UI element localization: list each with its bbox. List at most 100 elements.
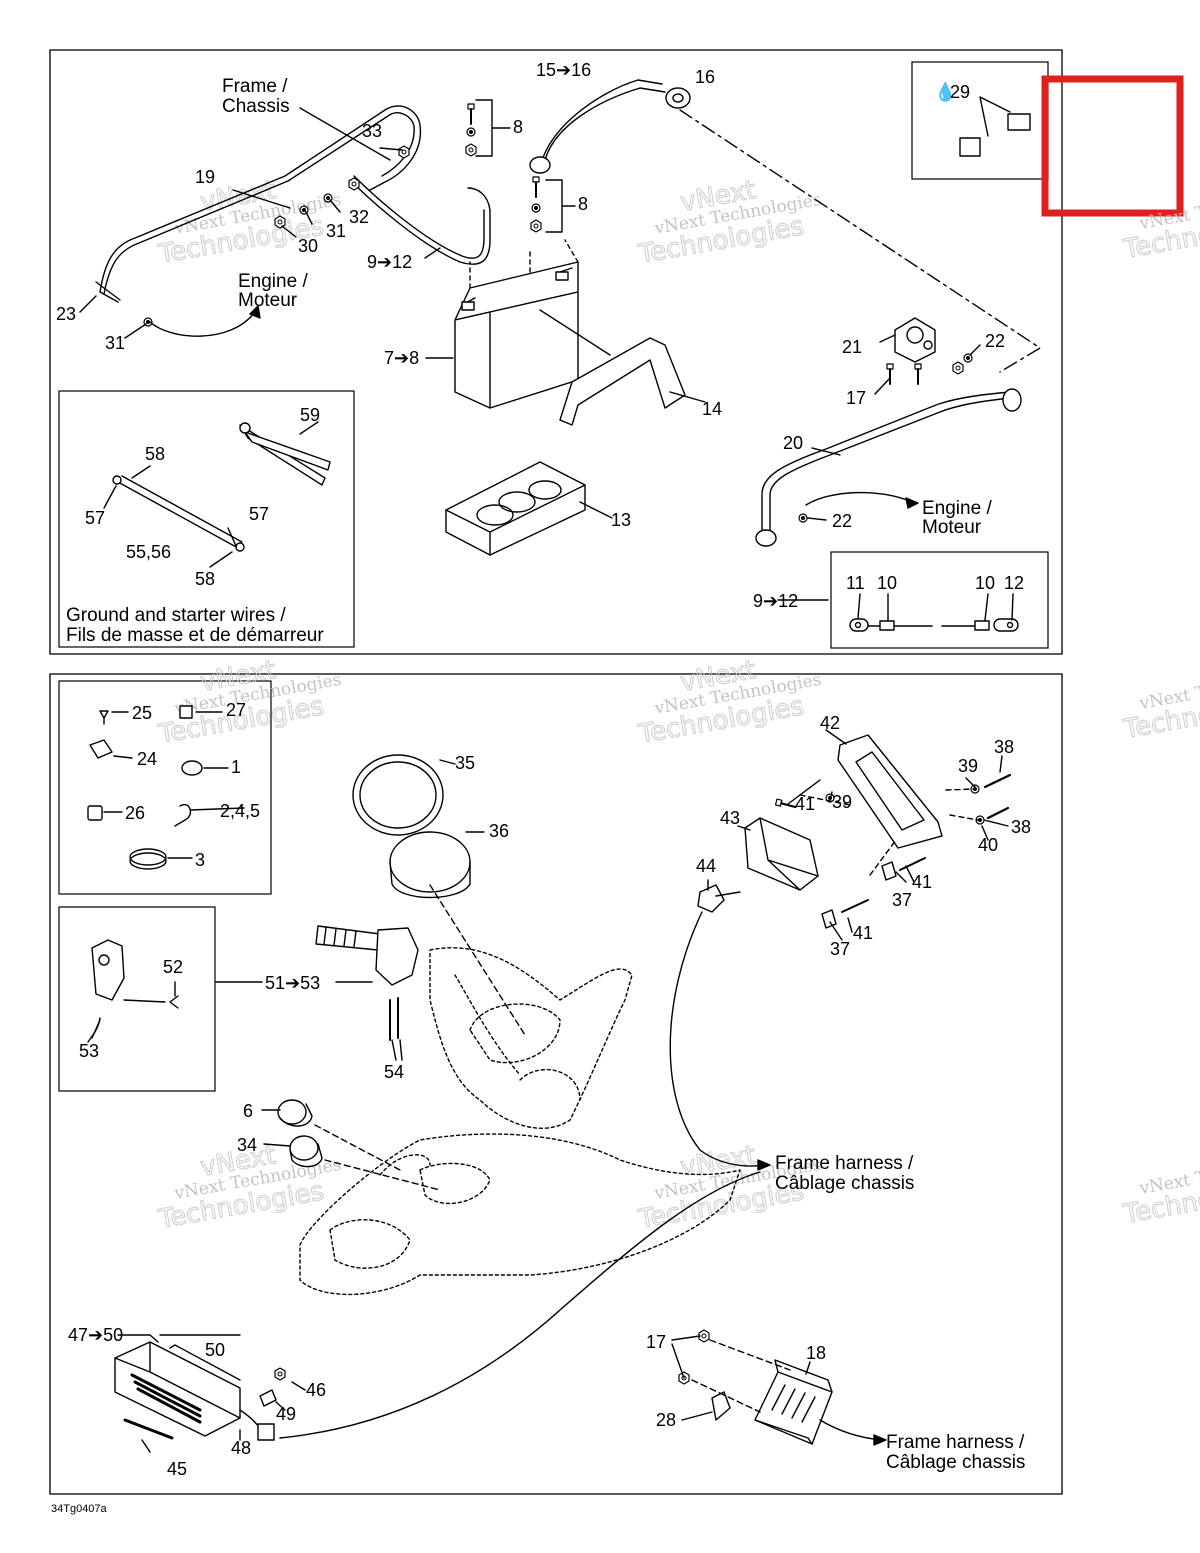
callout: 48	[231, 1438, 251, 1458]
label-engine-left-2: Moteur	[238, 290, 298, 311]
callout: 29	[950, 82, 970, 102]
callout: 41	[853, 923, 873, 943]
starter-cable-15-16	[544, 87, 666, 161]
callout: 6	[243, 1101, 253, 1121]
starter-solenoid	[894, 317, 936, 363]
callout: 47➔50	[68, 1325, 123, 1345]
ground-cable-9-12	[349, 179, 491, 265]
callout: 32	[349, 207, 369, 227]
callout: 38	[994, 737, 1014, 757]
callout: 17	[646, 1332, 666, 1352]
callout: 19	[195, 167, 215, 187]
callout: 12	[1004, 573, 1024, 593]
label-engine-right-2: Moteur	[922, 517, 982, 538]
callout: 21	[842, 337, 862, 357]
callout: 30	[298, 236, 318, 256]
top-panel-art	[79, 79, 1041, 632]
console	[299, 1133, 741, 1296]
callout: 27	[226, 700, 246, 720]
callout: 39	[958, 756, 978, 776]
callout: 52	[163, 957, 183, 977]
callout: 55,56	[126, 542, 171, 562]
document-code: 34Tg0407a	[51, 1503, 108, 1515]
ground-cable-19	[99, 105, 422, 293]
callout: 45	[167, 1459, 187, 1479]
label-ground-wires-1: Ground and starter wires /	[66, 605, 286, 626]
callout: 58	[195, 569, 215, 589]
callout: 11	[846, 573, 865, 593]
callout: 10	[877, 573, 897, 593]
callout: 14	[702, 399, 722, 419]
callout: 2,4,5	[220, 801, 260, 821]
callout: 46	[306, 1380, 326, 1400]
callout: 38	[1011, 817, 1031, 837]
label-frame-harness-a-2: Câblage chassis	[775, 1173, 914, 1194]
label-frame-chassis-1: Frame /	[222, 76, 288, 97]
wire-ends-inset-frame	[830, 551, 1049, 649]
callout: 31	[326, 221, 346, 241]
ground-wire-55	[117, 481, 239, 549]
callout: 17	[846, 388, 866, 408]
callout: 24	[137, 749, 157, 769]
callout: 41	[795, 794, 815, 814]
handlebar-cover	[429, 947, 633, 1129]
callout: 9➔12	[367, 252, 412, 272]
label-frame-chassis-2: Chassis	[222, 96, 290, 117]
callout: 7➔8	[384, 348, 419, 368]
bottom-panel-labels: Frame harness / Câblage chassis Frame ha…	[775, 1153, 1025, 1473]
battery-tray	[445, 461, 586, 556]
callout: 33	[362, 121, 382, 141]
fasteners-inset-frame	[58, 680, 272, 895]
label-frame-harness-b-1: Frame harness /	[886, 1432, 1025, 1453]
switch-inset-frame	[58, 906, 216, 1092]
callout: 23	[56, 304, 76, 324]
callout: 22	[832, 511, 852, 531]
callout: 42	[820, 713, 840, 733]
highlight-box	[1041, 75, 1184, 217]
headlight	[744, 817, 819, 891]
callout: 9➔12	[753, 591, 798, 611]
callout: 34	[237, 1135, 257, 1155]
gauge	[389, 831, 471, 893]
callout: 35	[455, 753, 475, 773]
callout: 13	[611, 510, 631, 530]
callout: 28	[656, 1410, 676, 1430]
gauge-ring	[352, 754, 444, 836]
ground-wires-inset-frame	[58, 390, 355, 648]
callout: 25	[132, 703, 152, 723]
callout: 16	[695, 67, 715, 87]
crimp-tool	[239, 422, 331, 486]
callout: 54	[384, 1062, 404, 1082]
callout: 40	[978, 835, 998, 855]
callout: 39	[832, 792, 852, 812]
callout: 8	[578, 194, 588, 214]
callout: 15➔16	[536, 60, 591, 80]
headlight-housing	[837, 734, 943, 849]
label-frame-harness-b-2: Câblage chassis	[886, 1452, 1025, 1473]
callout: 22	[985, 331, 1005, 351]
callout: 20	[783, 433, 803, 453]
battery-strap	[559, 337, 686, 426]
callout: 37	[892, 890, 912, 910]
starter-cable-20	[769, 397, 1013, 536]
callout: 41	[912, 872, 932, 892]
bottom-panel-frame	[49, 673, 1063, 1495]
drop-icon: 💧	[934, 81, 956, 102]
rear-light	[114, 1341, 241, 1437]
callout: 26	[125, 803, 145, 823]
top-panel-frame	[49, 49, 1063, 655]
callout: 58	[145, 444, 165, 464]
callout: 57	[85, 508, 105, 528]
callout: 1	[231, 757, 241, 777]
callout: 49	[276, 1404, 296, 1424]
callout: 59	[300, 405, 320, 425]
callout: 44	[696, 856, 716, 876]
callout: 8	[513, 117, 523, 137]
knob-34	[289, 1135, 319, 1161]
knob-6	[277, 1099, 307, 1125]
handlebar-switch	[375, 927, 419, 986]
callout: 51➔53	[265, 973, 320, 993]
label-engine-right-1: Engine /	[922, 498, 992, 519]
bottom-panel-callouts: 25 27 24 1 26 2,4,5 3 35 36 42 38 39 41 …	[68, 700, 1031, 1479]
